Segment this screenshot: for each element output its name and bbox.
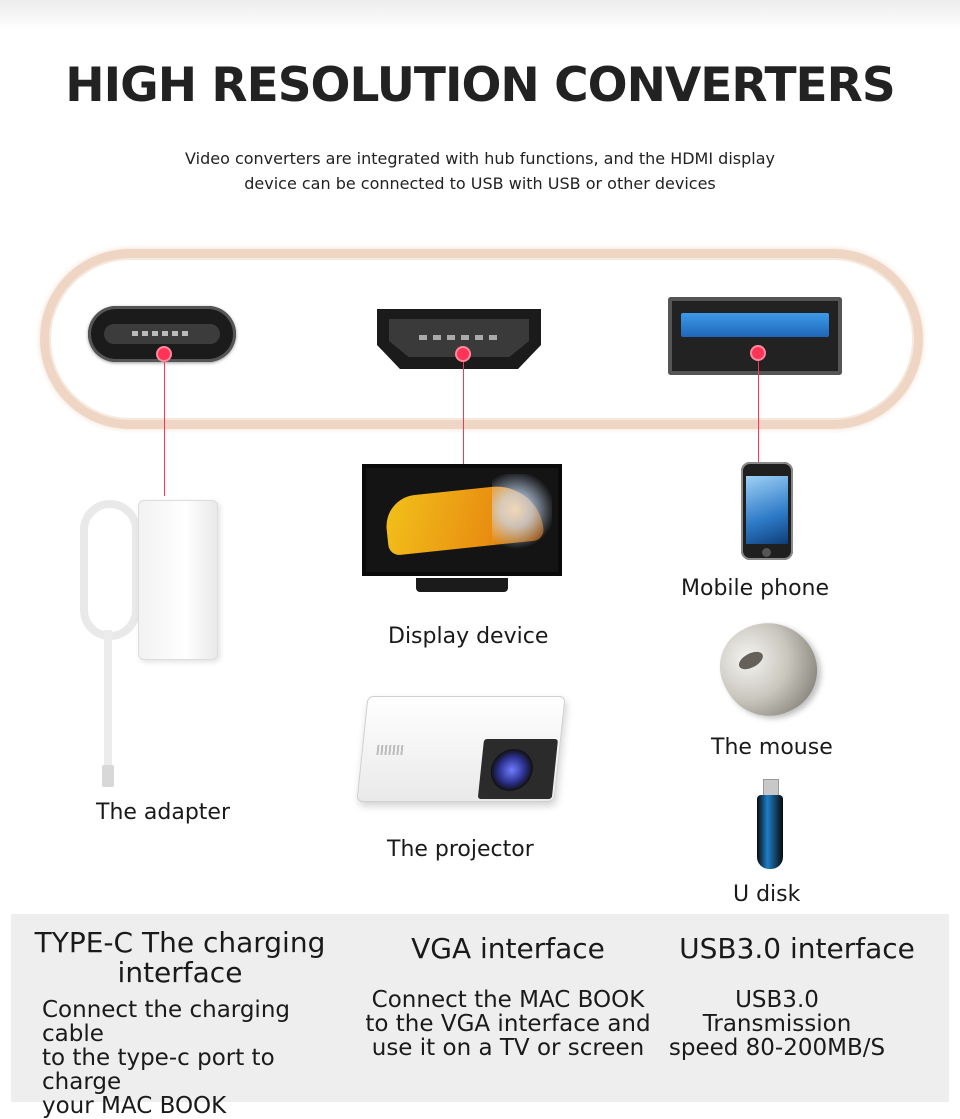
mobile-phone-label: Mobile phone [681, 576, 830, 601]
feature-title: USB3.0 interface [679, 932, 915, 965]
feature-description: Connect the charging cable to the type-c… [42, 997, 291, 1119]
projector-label: The projector [387, 837, 534, 862]
u-disk-icon [757, 779, 783, 869]
display-stand-icon [416, 578, 508, 592]
feature-vga: VGA interface Connect the MAC BOOK to th… [362, 932, 654, 1061]
adapter-label: The adapter [96, 800, 231, 825]
feature-usb: USB3.0 interface USB3.0 Transmission spe… [666, 932, 928, 1061]
adapter-cord-icon [104, 630, 112, 770]
feature-type-c: TYPE-C The charging interface Connect th… [30, 926, 330, 1119]
mouse-icon [705, 605, 833, 733]
mobile-phone-icon [741, 462, 793, 560]
adapter-cable-icon [80, 500, 140, 640]
display-device-label: Display device [388, 624, 549, 649]
u-disk-label: U disk [733, 882, 801, 907]
usb-connector-line [758, 354, 759, 464]
feature-panel [11, 914, 949, 1102]
adapter-plug-icon [102, 765, 114, 787]
hdmi-connector-line [463, 354, 464, 464]
projector-icon [356, 696, 566, 802]
hdmi-connector-dot [457, 348, 469, 360]
type-c-connector-line [164, 354, 165, 496]
usb-connector-dot [752, 347, 764, 359]
subtitle-line-1: Video converters are integrated with hub… [185, 149, 775, 168]
feature-description: USB3.0 Transmission speed 80-200MB/S [668, 987, 886, 1061]
feature-description: Connect the MAC BOOK to the VGA interfac… [365, 987, 651, 1061]
page-title: HIGH RESOLUTION CONVERTERS [65, 58, 895, 113]
top-shade [0, 0, 960, 30]
feature-title: TYPE-C The charging interface [34, 926, 326, 989]
type-c-connector-dot [158, 348, 170, 360]
adapter-icon [138, 500, 218, 660]
subtitle-line-2: device can be connected to USB with USB … [244, 174, 716, 193]
display-device-icon [362, 464, 562, 576]
feature-title: VGA interface [411, 932, 605, 965]
hdmi-port-icon [377, 309, 541, 369]
usb-port-icon [668, 297, 842, 375]
page-subtitle: Video converters are integrated with hub… [160, 146, 800, 196]
mouse-label: The mouse [711, 735, 833, 760]
